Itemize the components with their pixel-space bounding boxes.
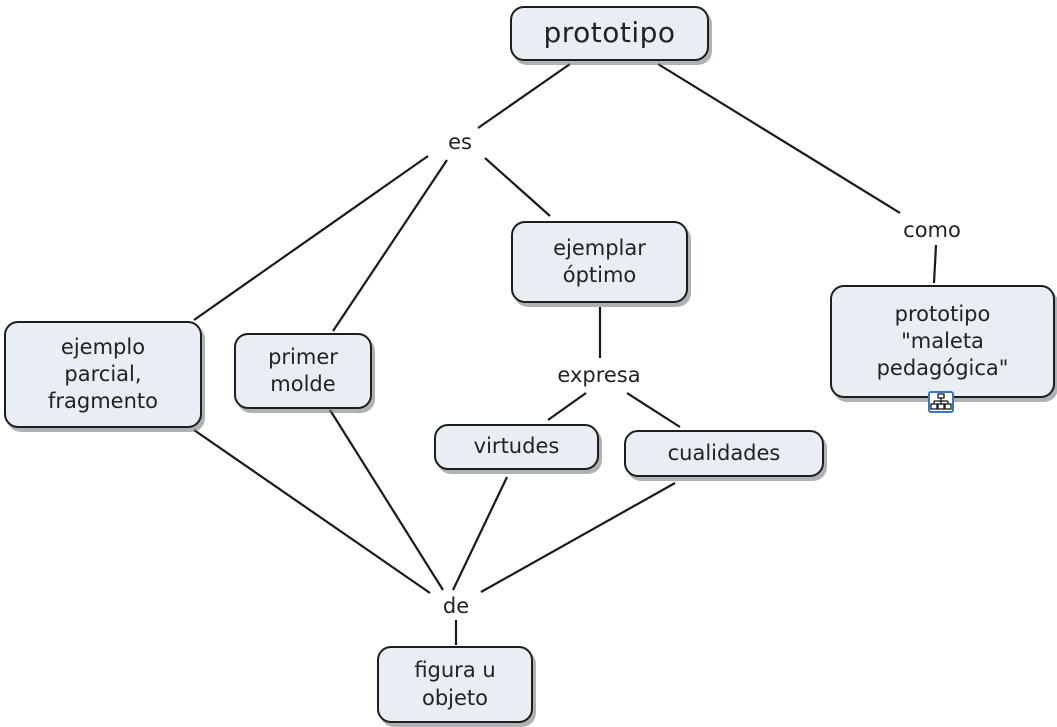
- line-como-maleta: [932, 244, 938, 284]
- line-expresa-cualidades: [626, 392, 681, 428]
- link-phrase-expresa: expresa: [554, 363, 644, 387]
- line-es-ejemplo-parcial: [193, 155, 429, 321]
- concept-cualidades-label: cualidades: [667, 440, 781, 465]
- concept-virtudes-label: virtudes: [473, 434, 560, 459]
- concept-ejemplo-parcial[interactable]: ejemplo parcial, fragmento: [4, 321, 202, 428]
- line-es-ejemplar: [484, 157, 551, 217]
- concept-prototipo-maleta[interactable]: prototipo "maleta pedagógica": [830, 285, 1055, 398]
- line-cualidades-de: [480, 482, 676, 593]
- concept-map-link-icon[interactable]: [928, 391, 954, 413]
- concept-ejemplo-parcial-label: ejemplo parcial, fragmento: [48, 334, 158, 414]
- concept-prototipo-maleta-label: prototipo "maleta pedagógica": [876, 301, 1009, 381]
- concept-ejemplar-optimo-label: ejemplar óptimo: [553, 235, 646, 287]
- line-primer-molde-de: [329, 409, 444, 591]
- line-es-primer-molde: [332, 159, 448, 332]
- line-virtudes-de: [452, 476, 508, 591]
- line-ejemplo-de: [193, 429, 431, 594]
- concept-prototipo[interactable]: prototipo: [510, 6, 709, 61]
- line-expresa-virtudes: [547, 392, 587, 421]
- concept-primer-molde-label: primer molde: [268, 344, 338, 396]
- concept-figura-objeto[interactable]: figura u objeto: [377, 646, 533, 723]
- concept-virtudes[interactable]: virtudes: [434, 424, 599, 470]
- line-prototipo-es: [477, 63, 571, 129]
- concept-ejemplar-optimo[interactable]: ejemplar óptimo: [511, 221, 688, 303]
- link-phrase-de: de: [439, 594, 473, 618]
- concept-figura-objeto-label: figura u objeto: [414, 658, 496, 710]
- link-phrase-es: es: [445, 130, 475, 154]
- concept-prototipo-label: prototipo: [543, 16, 676, 50]
- link-phrase-como: como: [900, 218, 964, 242]
- concept-cualidades[interactable]: cualidades: [624, 430, 824, 477]
- concept-primer-molde[interactable]: primer molde: [234, 333, 372, 409]
- line-prototipo-como: [657, 63, 901, 214]
